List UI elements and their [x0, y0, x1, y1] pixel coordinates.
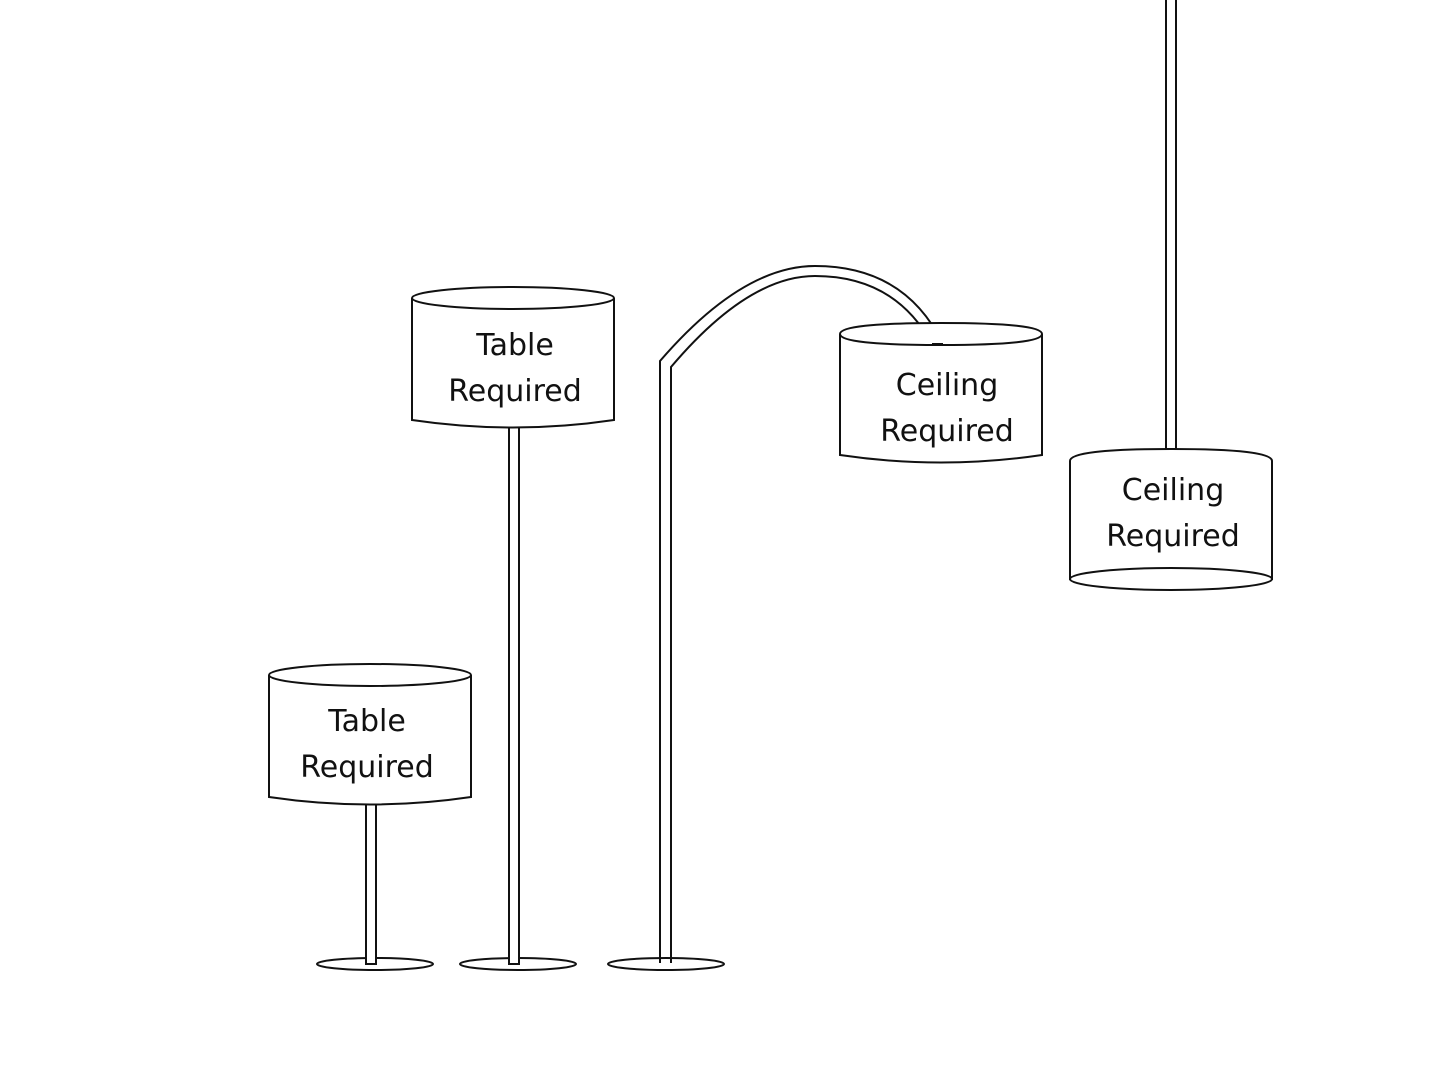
arc-lamp-arm-inner — [670, 274, 933, 963]
table-lamp-shade — [268, 675, 472, 806]
pendant-lamp-rod — [1165, 0, 1177, 450]
table-lamp-label-line1: Table — [327, 704, 406, 739]
floor-lamp-shade-top — [411, 286, 615, 310]
floor-lamp-shade — [411, 298, 615, 429]
floor-lamp-stem — [508, 425, 520, 965]
arc-lamp-shade — [839, 334, 1043, 464]
table-lamp-shade-top — [268, 663, 472, 687]
pendant-lamp-shade-bottom — [1069, 567, 1273, 591]
table-lamp: Table Required — [268, 663, 472, 971]
table-lamp-label-line2: Required — [300, 750, 434, 785]
pendant-lamp: Ceiling Required — [1069, 0, 1273, 591]
pendant-lamp-label-line2: Required — [1106, 519, 1240, 554]
pendant-lamp-shade — [1069, 447, 1273, 580]
pendant-lamp-label-line1: Ceiling — [1122, 473, 1224, 508]
floor-lamp: Table Required — [411, 286, 615, 971]
arc-lamp-label-line2: Required — [880, 414, 1014, 449]
arc-lamp: Ceiling Required — [607, 264, 1044, 971]
floor-lamp-label-line2: Required — [448, 374, 582, 409]
arc-lamp-label-line1: Ceiling — [896, 368, 998, 403]
arc-lamp-base — [607, 957, 725, 971]
table-lamp-stem — [365, 802, 377, 965]
arc-lamp-shade-top — [838, 321, 1044, 347]
floor-lamp-label-line1: Table — [475, 328, 554, 363]
arc-lamp-arm — [659, 264, 944, 963]
